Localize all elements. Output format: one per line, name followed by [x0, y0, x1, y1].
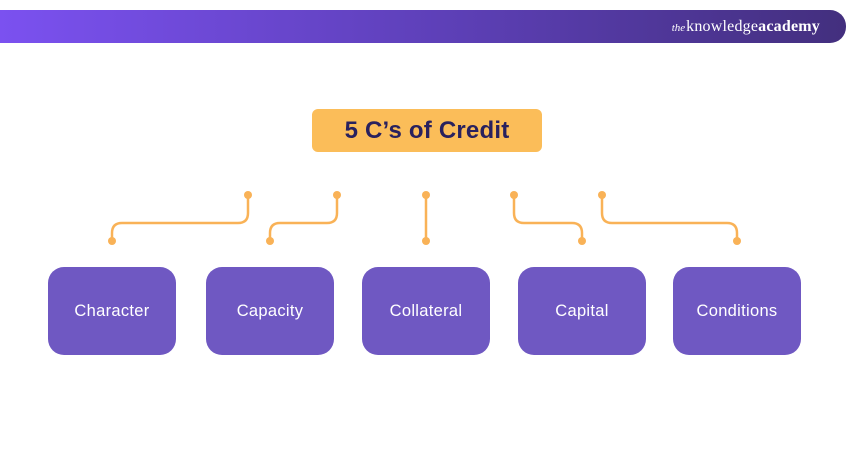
- logo-prefix: the: [671, 21, 686, 34]
- connector-capital: [512, 193, 584, 243]
- node-capacity: Capacity: [206, 267, 334, 355]
- node-label: Collateral: [389, 301, 463, 320]
- connector-dot: [733, 237, 741, 245]
- node-label: Capacity: [236, 301, 304, 320]
- diagram-title: 5 C’s of Credit: [312, 109, 542, 152]
- node-character: Character: [48, 267, 176, 355]
- node-conditions: Conditions: [673, 267, 801, 355]
- connector-capacity: [268, 193, 339, 243]
- connector-dot: [108, 237, 116, 245]
- connector-dot: [578, 237, 586, 245]
- connector-character: [110, 193, 250, 243]
- node-collateral: Collateral: [362, 267, 490, 355]
- logo-suffix: academy: [758, 17, 820, 35]
- node-label: Conditions: [696, 301, 778, 320]
- connector-dot: [422, 191, 430, 199]
- connector-dot: [333, 191, 341, 199]
- node-capital: Capital: [518, 267, 646, 355]
- connector-dot: [266, 237, 274, 245]
- connector-dot: [244, 191, 252, 199]
- node-label: Character: [74, 301, 150, 320]
- node-label: Capital: [555, 301, 609, 320]
- connector-conditions: [600, 193, 739, 243]
- connector-dot: [422, 237, 430, 245]
- connector-dot: [598, 191, 606, 199]
- logo-name: knowledge: [686, 17, 759, 35]
- connector-dot: [510, 191, 518, 199]
